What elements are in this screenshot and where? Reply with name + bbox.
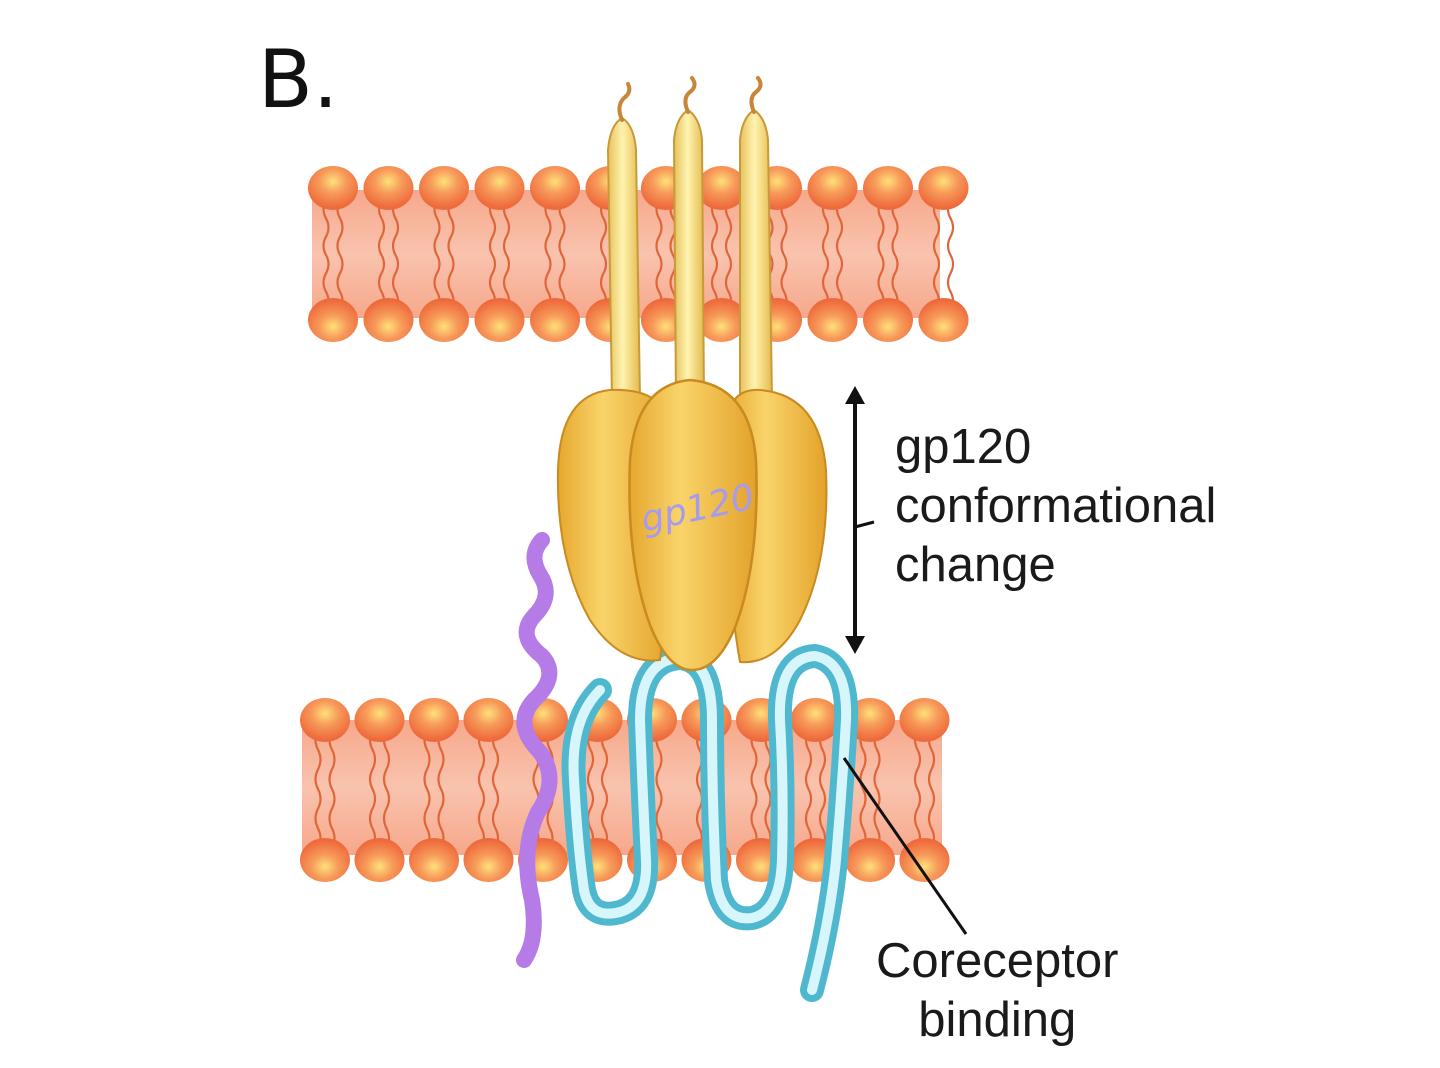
- lipid-tail: [932, 199, 941, 311]
- lipid-tail: [873, 729, 881, 849]
- lipid-tail: [724, 199, 733, 311]
- lipid-head: [807, 166, 858, 210]
- lipid-tail: [821, 199, 830, 311]
- lipid-head: [354, 838, 405, 882]
- lipid-tail: [780, 199, 788, 311]
- lipid-head: [463, 698, 514, 742]
- lipid-head: [474, 298, 525, 342]
- lipid-head: [308, 298, 358, 342]
- lipid-head: [308, 166, 358, 210]
- lipid-head: [419, 298, 469, 342]
- label-line: conformational: [895, 478, 1217, 533]
- lipid-head: [863, 166, 913, 210]
- lipid-tail: [835, 199, 844, 311]
- lower-lipid-tails: [314, 729, 936, 849]
- gp41-stalk: [606, 82, 642, 401]
- lipid-head: [899, 698, 950, 742]
- lipid-tail: [764, 729, 772, 849]
- lipid-head: [790, 698, 841, 742]
- lipid-tail: [544, 199, 552, 311]
- gp41-stalk: [672, 76, 706, 401]
- lipid-head: [918, 166, 969, 210]
- lipid-head: [463, 838, 514, 882]
- lipid-head: [474, 166, 525, 210]
- label-line: change: [895, 537, 1056, 592]
- lipid-tail: [927, 729, 936, 849]
- panel-label: B.: [258, 33, 339, 126]
- lipid-tail: [382, 729, 391, 849]
- lipid-tail: [750, 729, 758, 849]
- double-arrow-icon: [845, 386, 875, 654]
- lipid-tail: [600, 729, 609, 849]
- lipid-tail: [328, 729, 336, 849]
- lipid-tail: [437, 729, 445, 849]
- gp41-stalks: [606, 76, 774, 401]
- lipid-tail: [447, 199, 455, 311]
- gp120-subunit: gp120: [628, 378, 758, 672]
- cd4-strand: [516, 532, 558, 968]
- lipid-tail: [818, 729, 827, 849]
- lipid-tail: [859, 729, 867, 849]
- gp120-conformational-change-label: gp120 conformational change: [895, 418, 1216, 594]
- lipid-head: [807, 298, 858, 342]
- lipid-tail: [368, 729, 377, 849]
- lipid-tail: [913, 729, 922, 849]
- lipid-head: [409, 698, 459, 742]
- lipid-tail: [599, 199, 608, 311]
- lipid-head: [530, 298, 580, 342]
- lipid-tail: [669, 199, 677, 311]
- lipid-tail: [710, 199, 719, 311]
- lipid-tail: [314, 729, 322, 849]
- lipid-tail: [491, 729, 500, 849]
- leader-line-icon: [842, 757, 968, 935]
- lipid-tail: [877, 199, 885, 311]
- label-line: Coreceptor: [876, 934, 1119, 988]
- lipid-tail: [891, 199, 899, 311]
- lipid-head: [696, 298, 747, 342]
- lipid-head: [918, 298, 969, 342]
- lipid-head: [300, 838, 350, 882]
- gp41-stalk: [739, 76, 774, 401]
- lipid-tail: [558, 199, 566, 311]
- lipid-tail: [433, 199, 441, 311]
- lipid-tail: [655, 199, 663, 311]
- lipid-tail: [336, 199, 344, 311]
- lipid-tail: [586, 729, 595, 849]
- lipid-head: [409, 838, 459, 882]
- lipid-tail: [423, 729, 431, 849]
- lipid-tail: [502, 199, 511, 311]
- coreceptor: [561, 644, 859, 1002]
- lipid-head: [300, 698, 350, 742]
- label-line: gp120: [895, 420, 1032, 474]
- lipid-tail: [946, 199, 955, 311]
- lipid-head: [845, 838, 895, 882]
- upper-lipid-tails: [322, 199, 955, 311]
- lipid-tail: [377, 199, 386, 311]
- lipid-tail: [477, 729, 486, 849]
- lipid-head: [363, 166, 414, 210]
- lipid-head: [899, 838, 950, 882]
- lipid-head: [363, 298, 414, 342]
- lipid-tail: [804, 729, 813, 849]
- lipid-tail: [391, 199, 400, 311]
- lipid-head: [354, 698, 405, 742]
- coreceptor-binding-label: Coreceptor binding: [876, 932, 1118, 1050]
- lipid-tail: [322, 199, 330, 311]
- lipid-tail: [655, 729, 663, 849]
- gp120-trimer: gp120: [556, 378, 828, 672]
- lipid-tail: [488, 199, 497, 311]
- lipid-head: [530, 166, 580, 210]
- lipid-tail: [695, 729, 704, 849]
- lipid-head: [696, 166, 747, 210]
- lipid-head: [863, 298, 913, 342]
- lipid-head: [419, 166, 469, 210]
- label-line: binding: [918, 992, 1077, 1047]
